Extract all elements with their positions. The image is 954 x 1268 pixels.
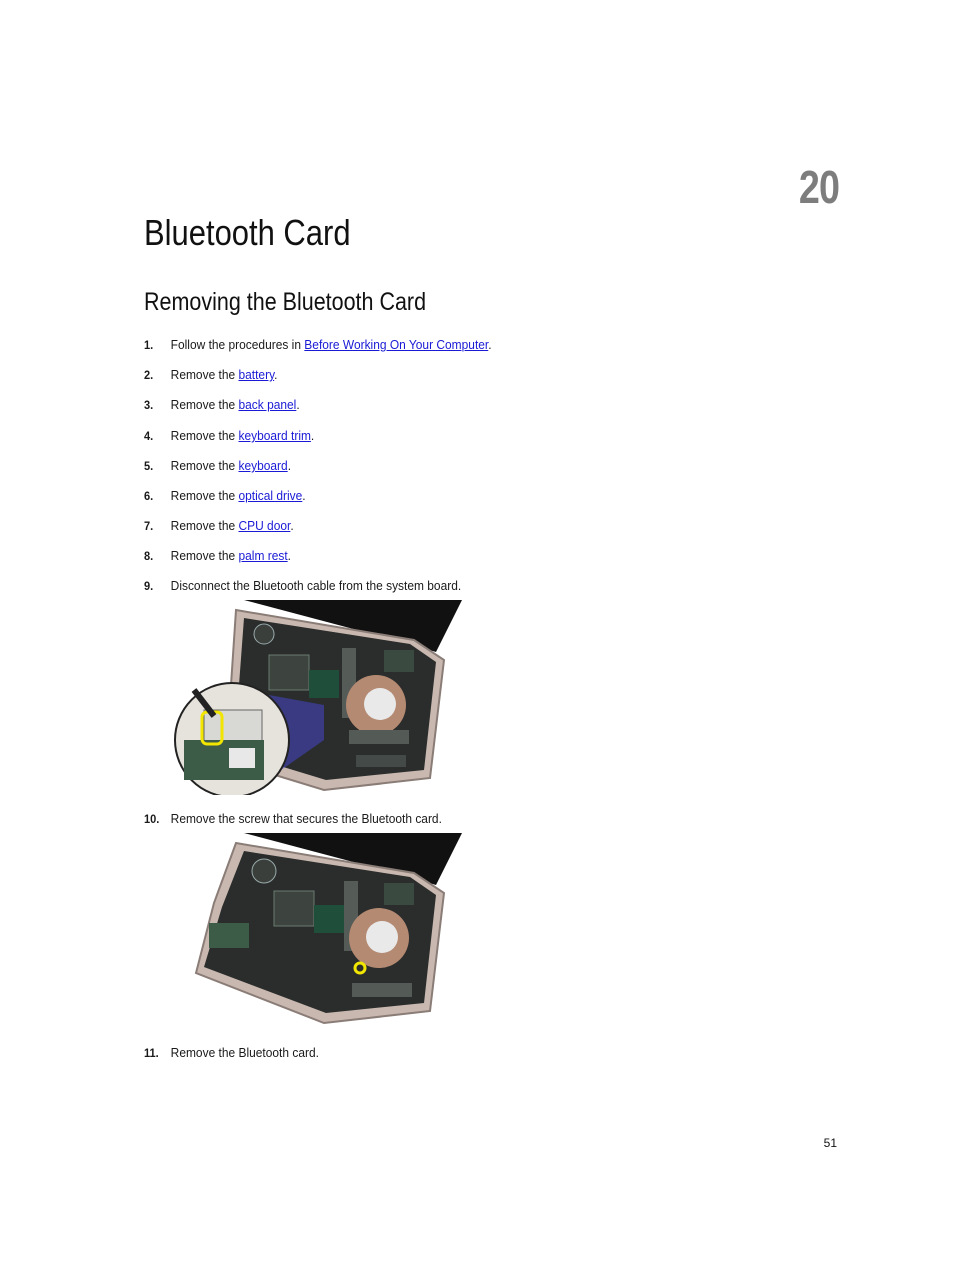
step-text: Remove the bbox=[170, 488, 239, 503]
step-item: 5. Remove the keyboard. bbox=[144, 458, 291, 473]
step-number: 3. bbox=[144, 398, 154, 412]
step-text: Remove the bbox=[170, 428, 239, 443]
step-item: 1. Follow the procedures in Before Workin… bbox=[144, 337, 492, 352]
figure-disconnect-cable bbox=[174, 600, 464, 800]
step-suffix: . bbox=[488, 337, 492, 352]
link-optical-drive[interactable]: optical drive bbox=[238, 488, 303, 503]
link-cpu-door[interactable]: CPU door bbox=[238, 518, 291, 533]
step-suffix: . bbox=[296, 397, 300, 412]
chapter-title: Bluetooth Card bbox=[144, 212, 351, 253]
link-back-panel[interactable]: back panel bbox=[238, 397, 297, 412]
step-suffix: . bbox=[274, 367, 278, 382]
screw-highlight-icon bbox=[353, 961, 367, 975]
step-text: Remove the Bluetooth card. bbox=[170, 1045, 319, 1060]
step-suffix: . bbox=[287, 458, 292, 473]
step-item: 8. Remove the palm rest. bbox=[144, 548, 291, 563]
step-number: 6. bbox=[144, 489, 154, 503]
figure-remove-screw bbox=[174, 833, 464, 1033]
step-item: 2. Remove the battery. bbox=[144, 367, 278, 382]
laptop-illustration bbox=[194, 833, 462, 1025]
step-number: 9. bbox=[144, 579, 154, 593]
step-text: Remove the bbox=[170, 518, 239, 533]
step-text: Remove the bbox=[170, 397, 239, 412]
step-suffix: . bbox=[287, 548, 292, 563]
laptop-illustration bbox=[174, 600, 462, 798]
step-number: 1. bbox=[144, 338, 154, 352]
step-number: 8. bbox=[144, 549, 154, 563]
step-number: 4. bbox=[144, 429, 154, 443]
link-battery[interactable]: battery bbox=[238, 367, 275, 382]
step-text: Follow the procedures in bbox=[170, 337, 305, 352]
step-item: 7. Remove the CPU door. bbox=[144, 518, 294, 533]
link-keyboard[interactable]: keyboard bbox=[238, 458, 288, 473]
step-text: Remove the bbox=[170, 367, 239, 382]
step-suffix: . bbox=[310, 428, 315, 443]
step-item: 10. Remove the screw that secures the Blu… bbox=[144, 811, 442, 826]
page-number: 51 bbox=[823, 1136, 837, 1150]
step-item: 3. Remove the back panel. bbox=[144, 397, 300, 412]
step-text: Remove the bbox=[170, 548, 239, 563]
chapter-number: 20 bbox=[798, 161, 840, 213]
step-suffix: . bbox=[290, 518, 294, 533]
step-number: 7. bbox=[144, 519, 154, 533]
step-number: 5. bbox=[144, 459, 154, 473]
link-before-working[interactable]: Before Working On Your Computer bbox=[304, 337, 489, 352]
step-text: Remove the bbox=[170, 458, 239, 473]
step-number: 2. bbox=[144, 368, 154, 382]
link-palm-rest[interactable]: palm rest bbox=[238, 548, 288, 563]
step-number: 10. bbox=[144, 812, 160, 826]
step-item: 11. Remove the Bluetooth card. bbox=[144, 1045, 319, 1060]
link-keyboard-trim[interactable]: keyboard trim bbox=[238, 428, 311, 443]
step-item: 9. Disconnect the Bluetooth cable from th… bbox=[144, 578, 461, 593]
section-title: Removing the Bluetooth Card bbox=[144, 288, 427, 316]
step-text: Remove the screw that secures the Blueto… bbox=[170, 811, 442, 826]
step-text: Disconnect the Bluetooth cable from the … bbox=[170, 578, 462, 593]
step-item: 4. Remove the keyboard trim. bbox=[144, 428, 314, 443]
step-number: 11. bbox=[144, 1046, 159, 1060]
step-suffix: . bbox=[302, 488, 306, 503]
step-item: 6. Remove the optical drive. bbox=[144, 488, 306, 503]
